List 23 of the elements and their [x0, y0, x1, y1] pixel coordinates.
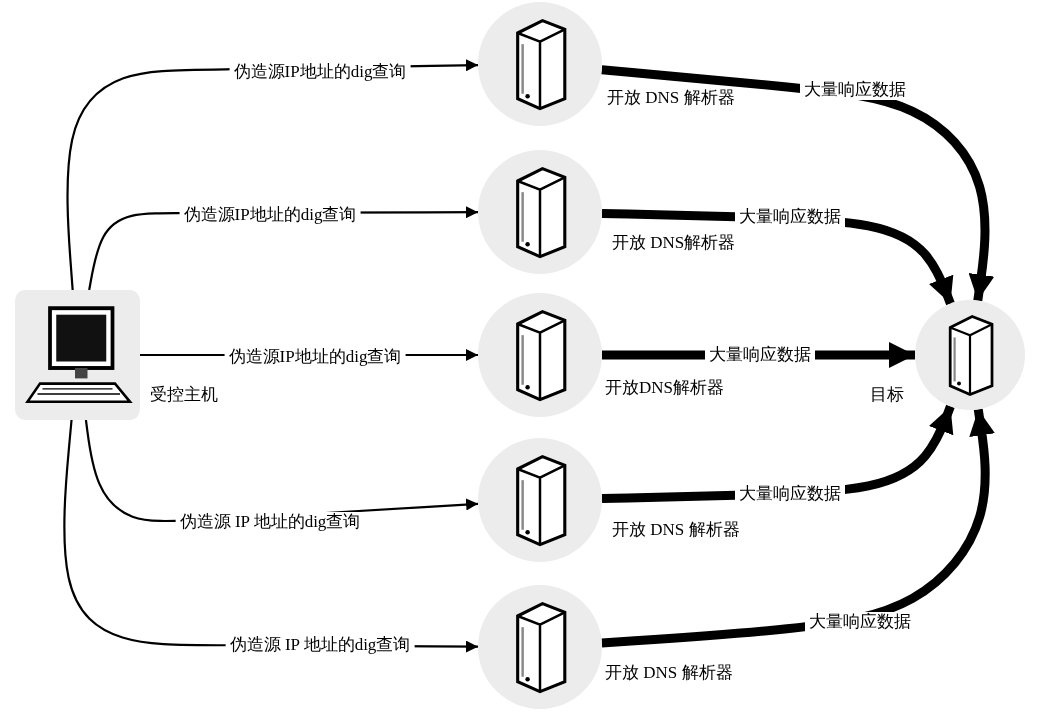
edge-label: 伪造源 IP 地址的dig查询 — [225, 635, 415, 655]
server-icon — [915, 300, 1025, 410]
server-icon — [478, 585, 602, 709]
edge-label: 大量响应数据 — [705, 345, 815, 365]
server-icon — [478, 2, 602, 126]
computer-icon — [15, 290, 140, 420]
arrow — [601, 65, 995, 302]
node-caption: 开放 DNS解析器 — [612, 233, 736, 253]
edge-label: 大量响应数据 — [735, 484, 845, 504]
server-icon — [478, 150, 602, 274]
edge-label: 大量响应数据 — [735, 207, 845, 227]
edge-label: 伪造源IP地址的dig查询 — [179, 205, 361, 225]
node-caption: 目标 — [870, 385, 904, 405]
node-caption: 开放DNS解析器 — [605, 378, 724, 398]
server-icon — [478, 438, 602, 562]
node-caption: 开放 DNS 解析器 — [612, 520, 740, 540]
server-icon — [478, 293, 602, 417]
edge-label: 伪造源IP地址的dig查询 — [229, 62, 411, 82]
edge-label: 伪造源IP地址的dig查询 — [224, 347, 406, 367]
arrow — [601, 408, 995, 648]
node-caption: 开放 DNS 解析器 — [605, 663, 733, 683]
node-caption: 受控主机 — [150, 385, 218, 405]
node-caption: 开放 DNS 解析器 — [607, 88, 735, 108]
